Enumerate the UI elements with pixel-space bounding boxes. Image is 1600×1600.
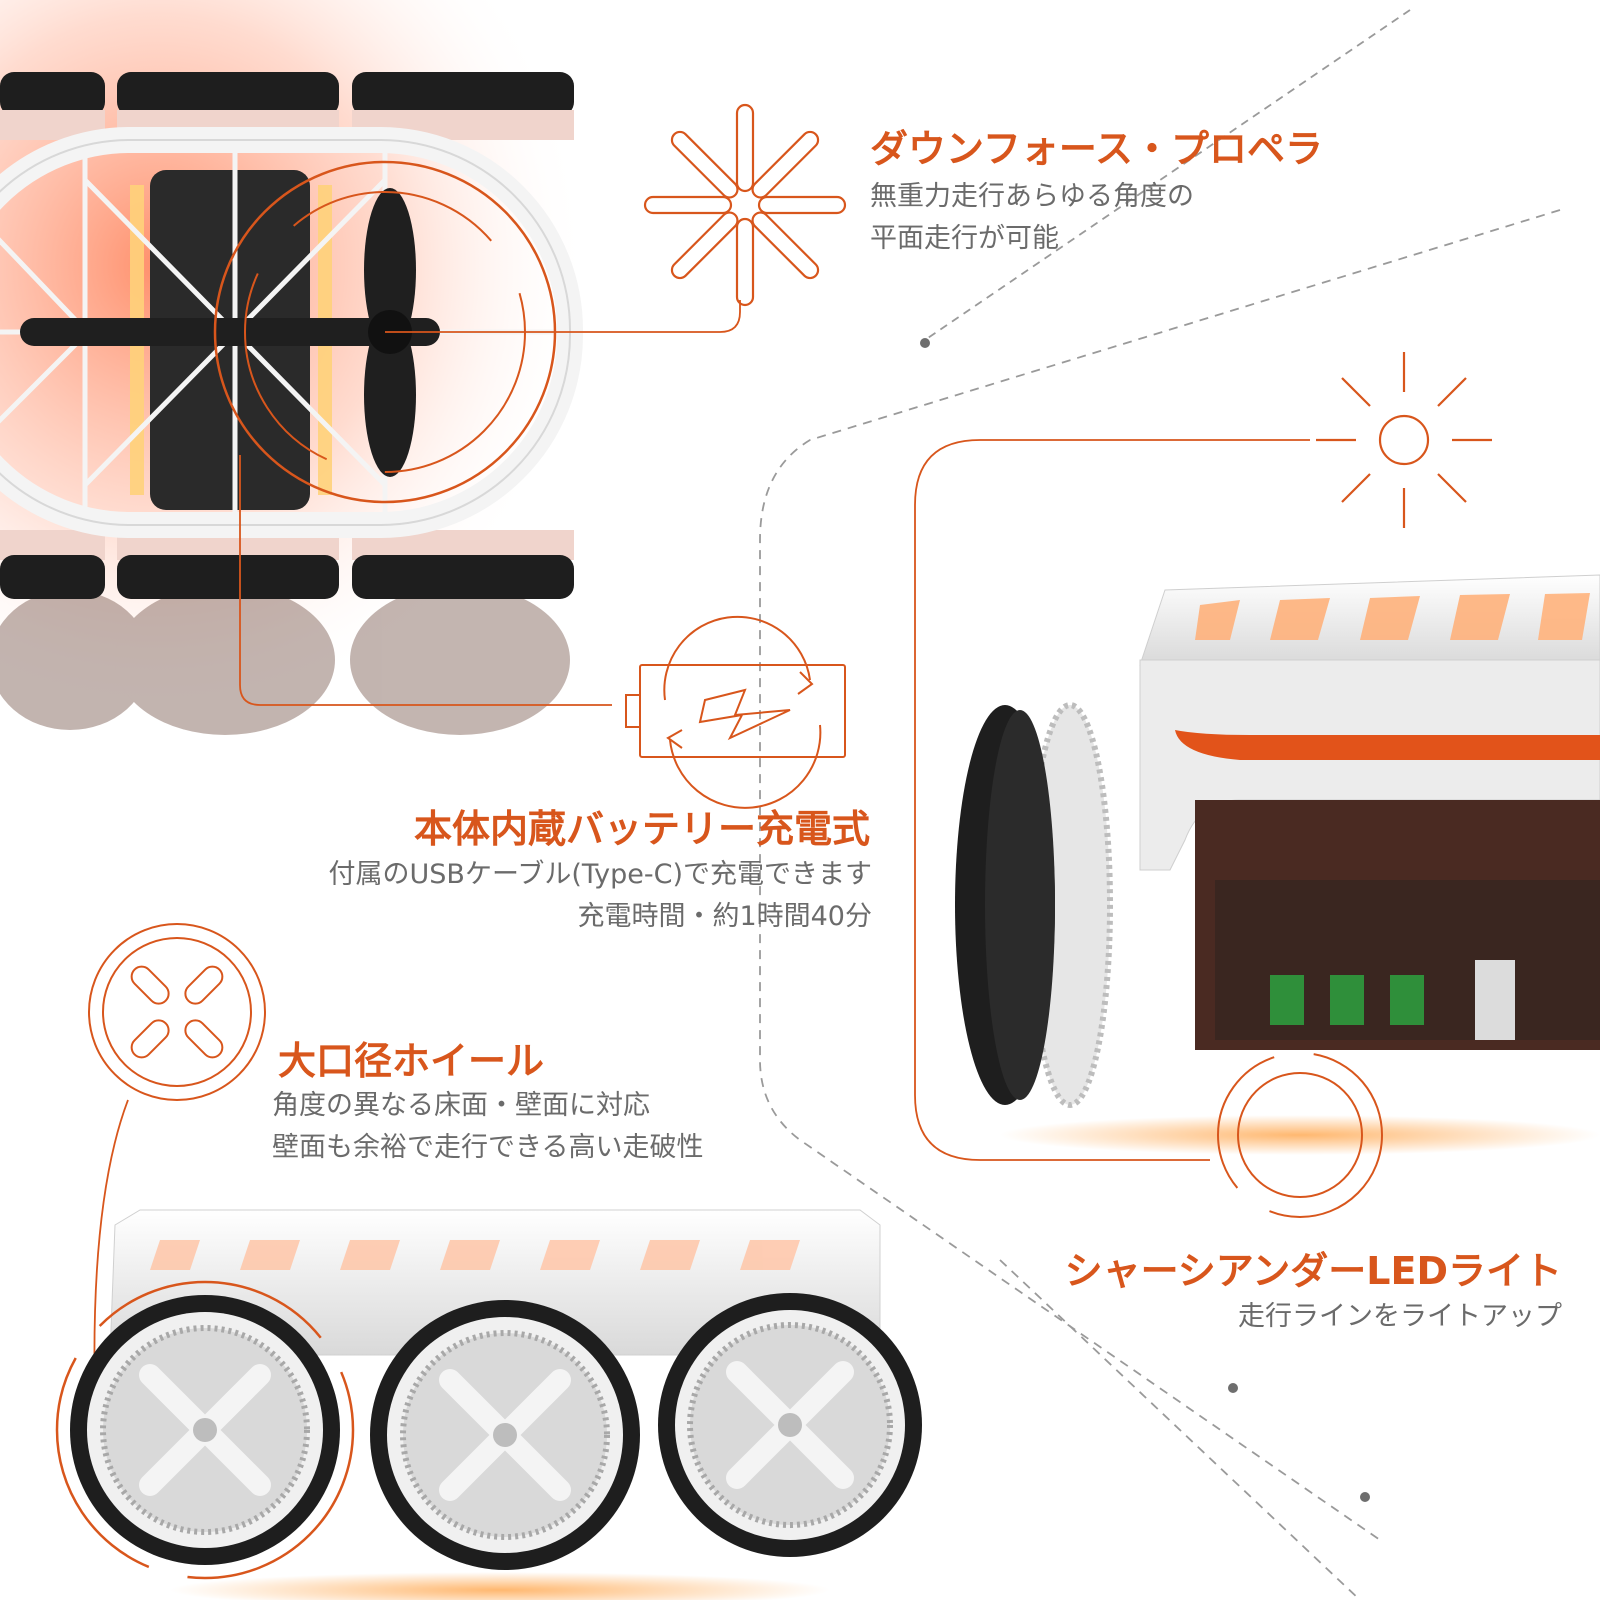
battery-title: 本体内蔵バッテリー充電式 [413, 807, 870, 851]
propeller-title: ダウンフォース・プロペラ [870, 127, 1323, 171]
propeller-desc-line2: 平面走行が可能 [870, 223, 1059, 254]
battery-charge-icon [625, 615, 846, 809]
vehicle-front-view [914, 439, 1600, 1218]
guide-lines [759, 9, 1561, 1600]
tire-reflection-group [0, 585, 570, 735]
propeller-desc-line1: 無重力走行あらゆる角度の [870, 181, 1194, 212]
light-desc-line1: 走行ラインをライトアップ [1238, 1301, 1562, 1332]
vehicle-side-view [55, 1099, 922, 1600]
wheel-desc-line2: 壁面も余裕で走行できる高い走破性 [272, 1132, 704, 1163]
light-title: シャーシアンダーLEDライト [1064, 1249, 1562, 1293]
guide-dots [920, 338, 1370, 1502]
battery-desc-line1: 付属のUSBケーブル(Type-C)で充電できます [328, 859, 872, 890]
vehicle-top-view [0, 0, 741, 760]
battery-desc-line2: 充電時間・約1時間40分 [577, 901, 872, 932]
side-wheel-right [658, 1293, 922, 1557]
wheel-title: 大口径ホイール [278, 1039, 545, 1083]
wheel-icon [88, 923, 266, 1101]
side-wheel-middle [370, 1300, 640, 1570]
sun-light-icon [1316, 352, 1492, 528]
side-wheel-left [55, 1280, 355, 1580]
propeller-icon [643, 103, 847, 307]
wheel-desc-line1: 角度の異なる床面・壁面に対応 [272, 1090, 650, 1121]
